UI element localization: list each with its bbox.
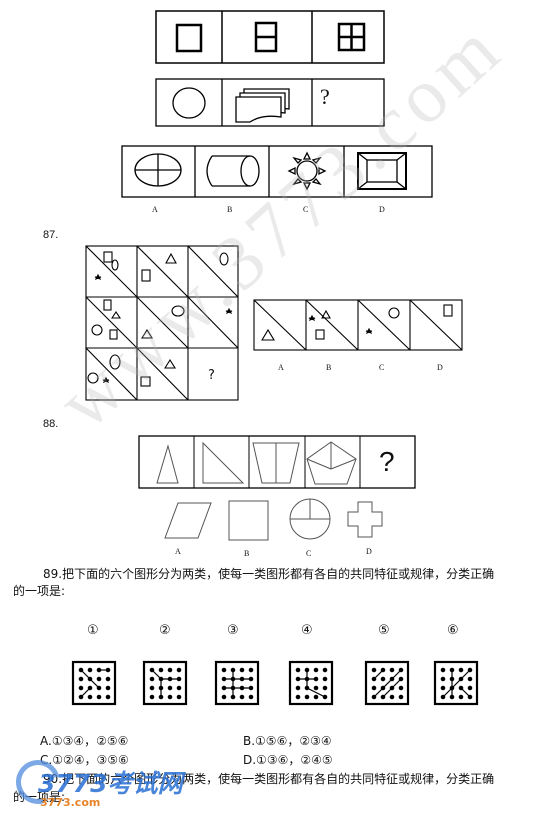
q89-grid-line bbox=[460, 687, 471, 698]
q89-grid-dot bbox=[389, 667, 395, 673]
q89-grid-dot bbox=[167, 667, 173, 673]
logo-domain: 3773.com bbox=[40, 796, 101, 809]
q89-grid-dot bbox=[239, 667, 245, 673]
q89-grid-dot bbox=[149, 694, 155, 700]
q89-prompt-line2: 的一项是: bbox=[13, 584, 66, 598]
q88-option-b-label: B bbox=[244, 549, 250, 558]
q89-grid-dot bbox=[176, 694, 182, 700]
q89-figure-label-2: ② bbox=[159, 623, 171, 638]
q90-prompt-line1: 90.把下面的六个图形分为两类，使每一类图形都有各自的共同特征或规律，分类正确 bbox=[43, 772, 495, 786]
q86-option-a-label: A bbox=[152, 205, 158, 214]
q89-figure-label-6: ⑥ bbox=[447, 623, 459, 638]
q89-figure-label-5: ⑤ bbox=[378, 623, 390, 638]
q88-number: 88. bbox=[43, 418, 59, 430]
site-logo: 3773考试网 3773.com bbox=[7, 751, 183, 816]
q89-grid-dot bbox=[78, 685, 84, 691]
q89-grid-dot bbox=[221, 694, 227, 700]
q88-option-c-label: C bbox=[306, 549, 312, 558]
q87-option-c-label: C bbox=[379, 363, 385, 372]
q88-option-d-label: D bbox=[366, 547, 372, 556]
q89-figure-label-1: ① bbox=[87, 623, 99, 638]
q89-grid-dot bbox=[78, 676, 84, 682]
q89-answer-b[interactable]: B.①⑤⑥，②③④ bbox=[243, 734, 332, 748]
q89-grid-dot bbox=[167, 685, 173, 691]
q89-answer-c[interactable]: C.①②④，③⑤⑥ bbox=[40, 753, 129, 767]
q89-grid-line bbox=[151, 669, 162, 680]
q89-grid-dot bbox=[295, 694, 301, 700]
q89-grid-dot bbox=[440, 667, 446, 673]
q87-question-mark: ? bbox=[208, 368, 215, 383]
q89-grid-dot bbox=[313, 667, 319, 673]
q89-dot-grid-frame bbox=[364, 660, 410, 706]
q89-grid-line bbox=[80, 669, 100, 689]
q87-option-a-label: A bbox=[278, 363, 284, 372]
q89-grid-dot bbox=[158, 667, 164, 673]
q89-dot-grid-frame bbox=[71, 660, 117, 706]
q87-option-b-label: B bbox=[326, 363, 332, 372]
q89-dot-grid-frame bbox=[214, 660, 260, 706]
q86-option-c-label: C bbox=[303, 205, 309, 214]
q87-number: 87. bbox=[43, 229, 59, 241]
q89-grid-dot bbox=[96, 676, 102, 682]
q89-grid-dot bbox=[313, 694, 319, 700]
q89-grid-line bbox=[373, 669, 402, 698]
q89-grid-dot bbox=[105, 676, 111, 682]
q86-option-b-label: B bbox=[227, 205, 233, 214]
q89-figure-label-3: ③ bbox=[227, 623, 239, 638]
q89-grid-dot bbox=[149, 685, 155, 691]
q89-grid-dot bbox=[389, 694, 395, 700]
q90-prompt-line2: 的一项是: bbox=[13, 790, 66, 804]
q89-grid-dot bbox=[87, 694, 93, 700]
q89-answer-d[interactable]: D.①③⑥，②④⑤ bbox=[243, 753, 333, 767]
q89-grid-dot bbox=[313, 685, 319, 691]
q89-grid-dot bbox=[176, 667, 182, 673]
q89-grid-dot bbox=[322, 667, 328, 673]
q89-grid-dot bbox=[398, 694, 404, 700]
q89-grid-dot bbox=[248, 667, 254, 673]
q89-grid-dot bbox=[167, 694, 173, 700]
q89-grid-line bbox=[442, 669, 471, 698]
q89-grid-dot bbox=[105, 694, 111, 700]
q89-grid-dot bbox=[398, 685, 404, 691]
q87-option-d-label: D bbox=[437, 363, 443, 372]
q89-dot-grid-frame bbox=[433, 660, 479, 706]
q89-grid-line bbox=[373, 669, 384, 680]
q88-question-mark: ? bbox=[379, 446, 395, 477]
q89-grid-dot bbox=[440, 685, 446, 691]
q89-prompt-line1: 89.把下面的六个图形分为两类，使每一类图形都有各自的共同特征或规律，分类正确 bbox=[43, 567, 495, 581]
q89-grid-dot bbox=[221, 667, 227, 673]
q89-grid-dot bbox=[295, 667, 301, 673]
q89-grid-dot bbox=[458, 667, 464, 673]
logo-text: 3773考试网 bbox=[38, 769, 183, 798]
q89-grid-dot bbox=[96, 694, 102, 700]
q89-grid-dot bbox=[87, 667, 93, 673]
q89-grid-dot bbox=[105, 685, 111, 691]
q89-grid-dot bbox=[371, 667, 377, 673]
q89-dot-grid-frame bbox=[288, 660, 334, 706]
q89-grid-dot bbox=[458, 694, 464, 700]
q89-grid-dot bbox=[322, 685, 328, 691]
q89-grid-dot bbox=[304, 694, 310, 700]
q89-grid-dot bbox=[239, 694, 245, 700]
q89-grid-line bbox=[382, 678, 402, 698]
q89-grid-dot bbox=[322, 676, 328, 682]
q89-dot-grid-frame bbox=[142, 660, 188, 706]
q89-grid-dot bbox=[149, 676, 155, 682]
q89-grid-dot bbox=[176, 685, 182, 691]
q86-option-d-label: D bbox=[379, 205, 385, 214]
q86-question-mark: ? bbox=[320, 84, 330, 109]
q89-figure-label-4: ④ bbox=[301, 623, 313, 638]
q89-grid-dot bbox=[467, 676, 473, 682]
q89-grid-line bbox=[80, 687, 91, 698]
q88-option-a-label: A bbox=[175, 547, 181, 556]
q89-grid-dot bbox=[295, 685, 301, 691]
q89-grid-dot bbox=[248, 694, 254, 700]
q89-grid-line bbox=[306, 687, 326, 698]
q89-grid-dot bbox=[467, 685, 473, 691]
q89-answer-a[interactable]: A.①③④，②⑤⑥ bbox=[40, 734, 129, 748]
q89-grid-dot bbox=[440, 676, 446, 682]
q89-grid-dot bbox=[371, 685, 377, 691]
q89-grid-dot bbox=[380, 676, 386, 682]
